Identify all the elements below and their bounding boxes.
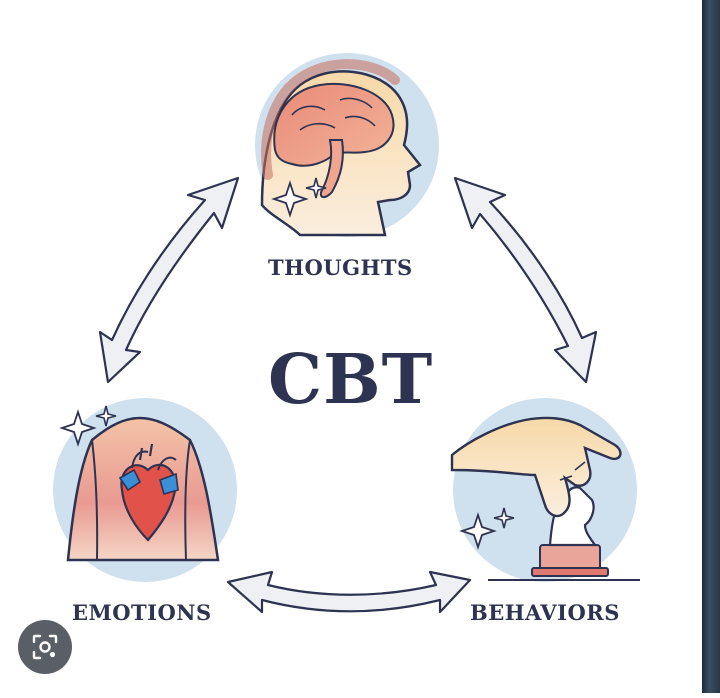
emotions-label: EMOTIONS [72,600,212,625]
background-edge [702,0,720,693]
thoughts-node [255,53,439,237]
arrow-thoughts-emotions [98,176,240,384]
chest-heart-icon [59,405,220,562]
behaviors-label: BEHAVIORS [470,600,620,625]
arrow-thoughts-behaviors [453,176,598,384]
arrow-emotions-behaviors [226,570,472,614]
emotions-node [53,398,237,582]
visual-search-button[interactable] [18,620,72,674]
thoughts-label: THOUGHTS [268,255,413,280]
visual-search-icon [32,634,58,660]
hand-chess-knight-icon [450,416,640,581]
head-brain-icon [260,59,422,237]
behaviors-node [450,398,640,582]
diagram-title: CBT [268,340,434,420]
